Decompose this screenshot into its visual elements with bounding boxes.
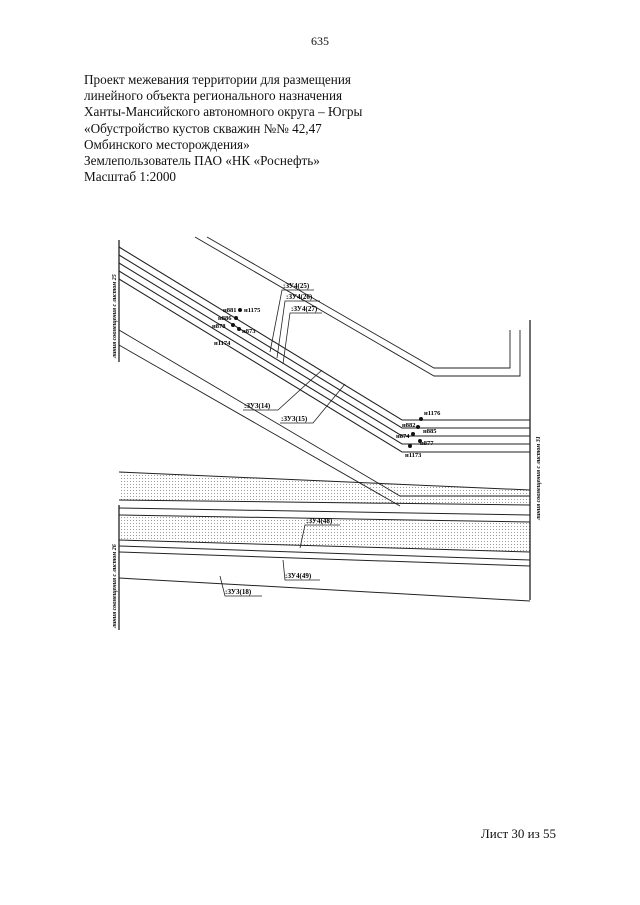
document-header: Проект межевания территории для размещен… [84, 72, 362, 185]
parcel-label: :ЗУ4(26) [286, 293, 313, 301]
header-line-4: «Обустройство кустов скважин №№ 42,47 [84, 120, 322, 136]
point-label: н1173 [405, 452, 422, 459]
page-number: 635 [311, 34, 329, 48]
point-label: н882 [402, 422, 416, 429]
point-label: н1176 [424, 410, 441, 417]
point-label: н1175 [244, 307, 261, 314]
parcel-label: :ЗУ3(18) [225, 588, 252, 596]
header-line-6: Землепользователь ПАО «НК «Роснефть» [84, 153, 320, 169]
header-line-2: линейного объекта регионального назначен… [84, 88, 343, 104]
parcel-label: :ЗУ4(27) [291, 305, 318, 313]
alignment-lines [118, 240, 531, 630]
point-label: н873 [242, 328, 256, 335]
leader-lines [219, 289, 346, 597]
point-label: н1174 [214, 340, 231, 347]
parcel-label: :ЗУ3(15) [281, 415, 308, 423]
point-label: н877 [420, 440, 434, 447]
parcel-label: :ЗУ4(25) [283, 282, 310, 290]
point-label: н885 [423, 428, 437, 435]
parcel-label: :ЗУ4(49) [285, 572, 312, 580]
sheet-number: Лист 30 из 55 [480, 826, 556, 841]
lower-belt-lines [118, 471, 531, 602]
corridor-lines [118, 246, 530, 453]
point-label: н881 [223, 307, 237, 314]
point-markers-right [408, 417, 423, 448]
parcel-label: :ЗУ4(48) [306, 517, 333, 525]
point-markers-left [231, 308, 242, 331]
side-label-right: линия совмещения с листом 31 [536, 436, 542, 521]
side-label-top-left: линия совмещения с листом 25 [112, 274, 118, 359]
hatched-zone-upper [119, 472, 530, 505]
header-line-5: Омбинского месторождения» [84, 136, 250, 152]
point-label: н886 [218, 315, 232, 322]
header-line-7: Масштаб 1:2000 [84, 169, 177, 185]
outer-boundary-lines [118, 236, 530, 507]
header-line-3: Ханты-Мансийского автономного округа – Ю… [84, 104, 363, 120]
parcel-label: :ЗУ3(14) [244, 402, 271, 410]
point-label: н878 [212, 323, 226, 330]
point-label: н874 [396, 433, 410, 440]
header-line-1: Проект межевания территории для размещен… [84, 72, 351, 87]
side-label-bottom-left: линия совмещения с листом 26 [112, 544, 118, 629]
